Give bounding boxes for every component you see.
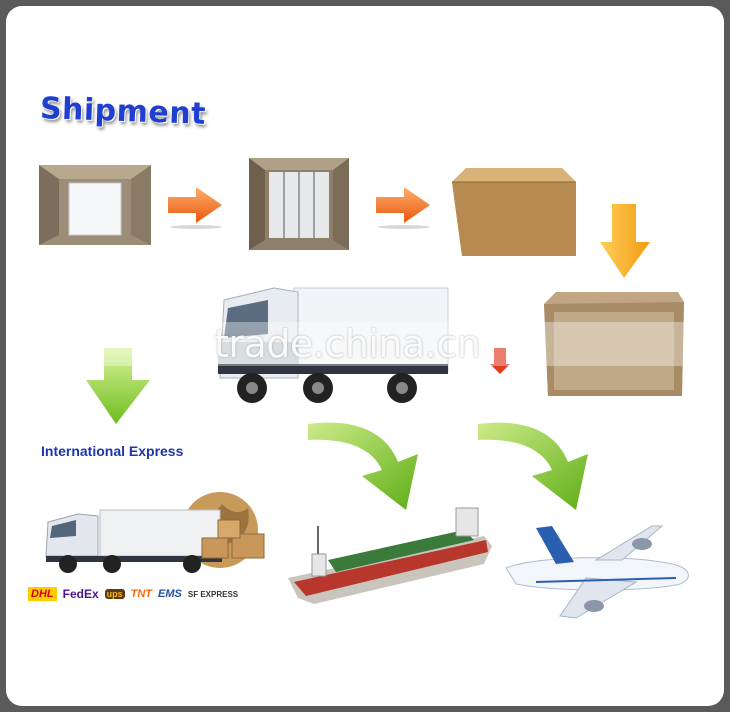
ups-logo: ups [104,589,125,599]
green-down-arrow-icon [86,348,150,424]
page-title: Shipment [39,91,207,132]
airplane-image [505,525,689,619]
green-curved-arrow-icon [478,422,588,510]
infographic-canvas: Shipment [6,6,724,706]
section-label: International Express [41,443,184,459]
watermark-text: trade.china.cn [214,322,481,366]
sf-express-logo: SF EXPRESS [187,589,239,599]
orange-down-arrow-icon [600,204,650,278]
closed-carton-image [452,168,576,256]
carrier-logos: DHL FedEx ups TNT EMS SF EXPRESS [28,583,278,605]
express-truck-globe-image [45,492,265,573]
ems-logo: EMS [158,588,182,600]
orange-arrow-icon [168,187,222,229]
fedex-logo: FedEx [62,587,99,601]
green-curved-arrow-icon [308,422,418,510]
dhl-logo: DHL [28,587,57,601]
open-box-image [39,165,151,245]
cargo-ship-image [288,507,492,604]
packed-box-image [249,158,349,250]
orange-arrow-icon [376,187,430,229]
watermark-band [6,322,724,366]
tnt-logo: TNT [130,588,153,600]
wrapped-carton-image [544,292,684,396]
truck-image [218,287,449,403]
red-arrow-icon [490,348,510,374]
